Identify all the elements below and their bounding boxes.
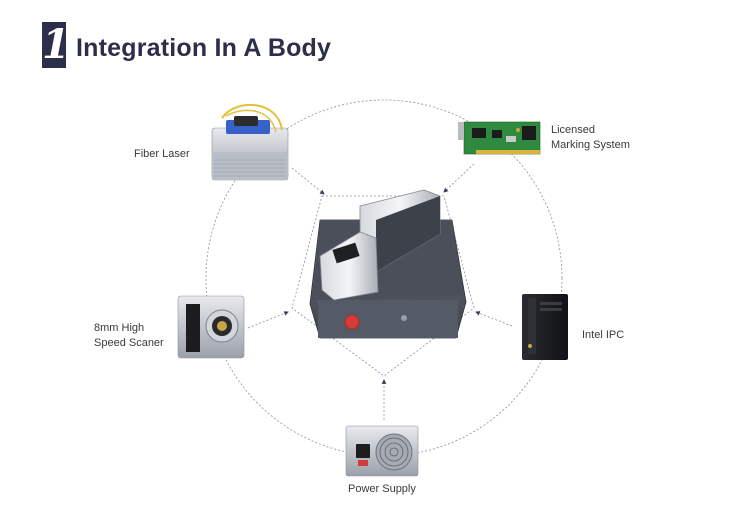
power-supply-label: Power Supply [348, 482, 416, 497]
marking-system-label-line1: Licensed [551, 124, 596, 136]
marking-system-label-line2: Marking System [551, 139, 630, 151]
scanner-label: 8mm High Speed Scaner [94, 321, 164, 351]
scanner-image [177, 295, 245, 359]
page-title: Integration In A Body [76, 34, 332, 62]
laser-marking-machine-image [309, 189, 467, 339]
section-number-badge: 1 [42, 21, 70, 68]
outer-dashed-circle [205, 99, 563, 457]
connector-arrows [247, 163, 513, 420]
fiber-laser-image [211, 103, 289, 181]
fiber-laser-label-text: Fiber Laser [134, 148, 190, 160]
power-supply-label-text: Power Supply [348, 483, 416, 495]
marking-system-label: Licensed Marking System [551, 123, 630, 153]
power-supply-image [345, 425, 419, 477]
scanner-label-line2: Speed Scaner [94, 337, 164, 349]
fiber-laser-label: Fiber Laser [134, 147, 190, 162]
marking-system-card-image [458, 121, 541, 155]
ipc-tower-image [522, 294, 568, 360]
scanner-label-line1: 8mm High [94, 322, 145, 334]
ipc-label: Intel IPC [582, 328, 624, 343]
ipc-label-text: Intel IPC [582, 329, 625, 341]
